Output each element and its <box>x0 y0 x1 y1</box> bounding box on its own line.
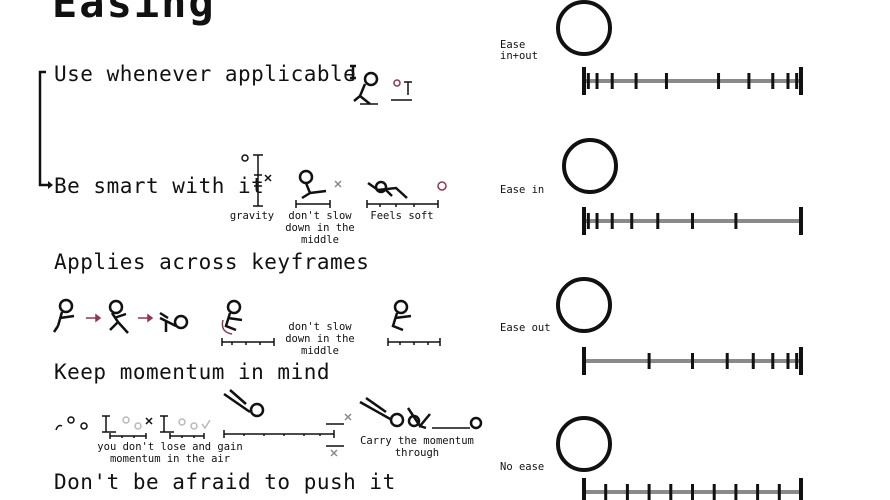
motion-arc <box>221 319 233 335</box>
arrow-head-icon <box>48 181 53 189</box>
bracket-arrow <box>38 70 48 187</box>
ease-label-out: Ease out <box>500 322 551 334</box>
heading-dont-be-afraid: Don't be afraid to push it <box>54 470 396 494</box>
note-dont-slow-1: don't slow down in the middle <box>285 210 355 246</box>
heading-be-smart: Be smart with it <box>54 174 265 198</box>
stick-figure-icon <box>295 169 342 208</box>
ease-in-ball-icon <box>562 138 618 194</box>
note-feels-soft: Feels soft <box>370 210 434 222</box>
note-dont-slow-2: don't slow down in the middle <box>285 321 355 357</box>
ease-out-ball-icon <box>556 277 612 333</box>
heading-use-whenever: Use whenever applicable <box>54 62 357 86</box>
timing-bars <box>221 338 441 346</box>
bounce-sequence-icon <box>55 415 205 439</box>
stick-figure-icon <box>350 64 412 105</box>
keyframe-sequence-icon <box>52 298 412 334</box>
note-gravity: gravity <box>229 210 275 222</box>
sequence-arrows <box>86 313 154 323</box>
no-ease-ball-icon <box>556 416 612 472</box>
page-title: Easing <box>52 0 216 27</box>
ease-label-in-out: Ease in+out <box>500 39 538 62</box>
momentum-carry-icon <box>359 396 483 430</box>
momentum-leap-icon <box>223 389 352 457</box>
heading-keep-momentum: Keep momentum in mind <box>54 360 331 384</box>
faint-bounce-trail <box>122 416 211 430</box>
target-icon <box>437 181 447 191</box>
ease-in-out-ball-icon <box>556 0 612 56</box>
dot-icon <box>393 79 401 87</box>
stick-figure-icon <box>366 180 439 208</box>
ease-label-in: Ease in <box>500 184 545 196</box>
heading-applies-across: Applies across keyframes <box>54 250 370 274</box>
note-carry-momentum: Carry the momentum through <box>360 435 474 459</box>
gravity-icon <box>241 154 272 207</box>
note-no-lose-gain: you don't lose and gain momentum in the … <box>97 441 243 465</box>
ease-label-none: No ease <box>500 461 545 473</box>
